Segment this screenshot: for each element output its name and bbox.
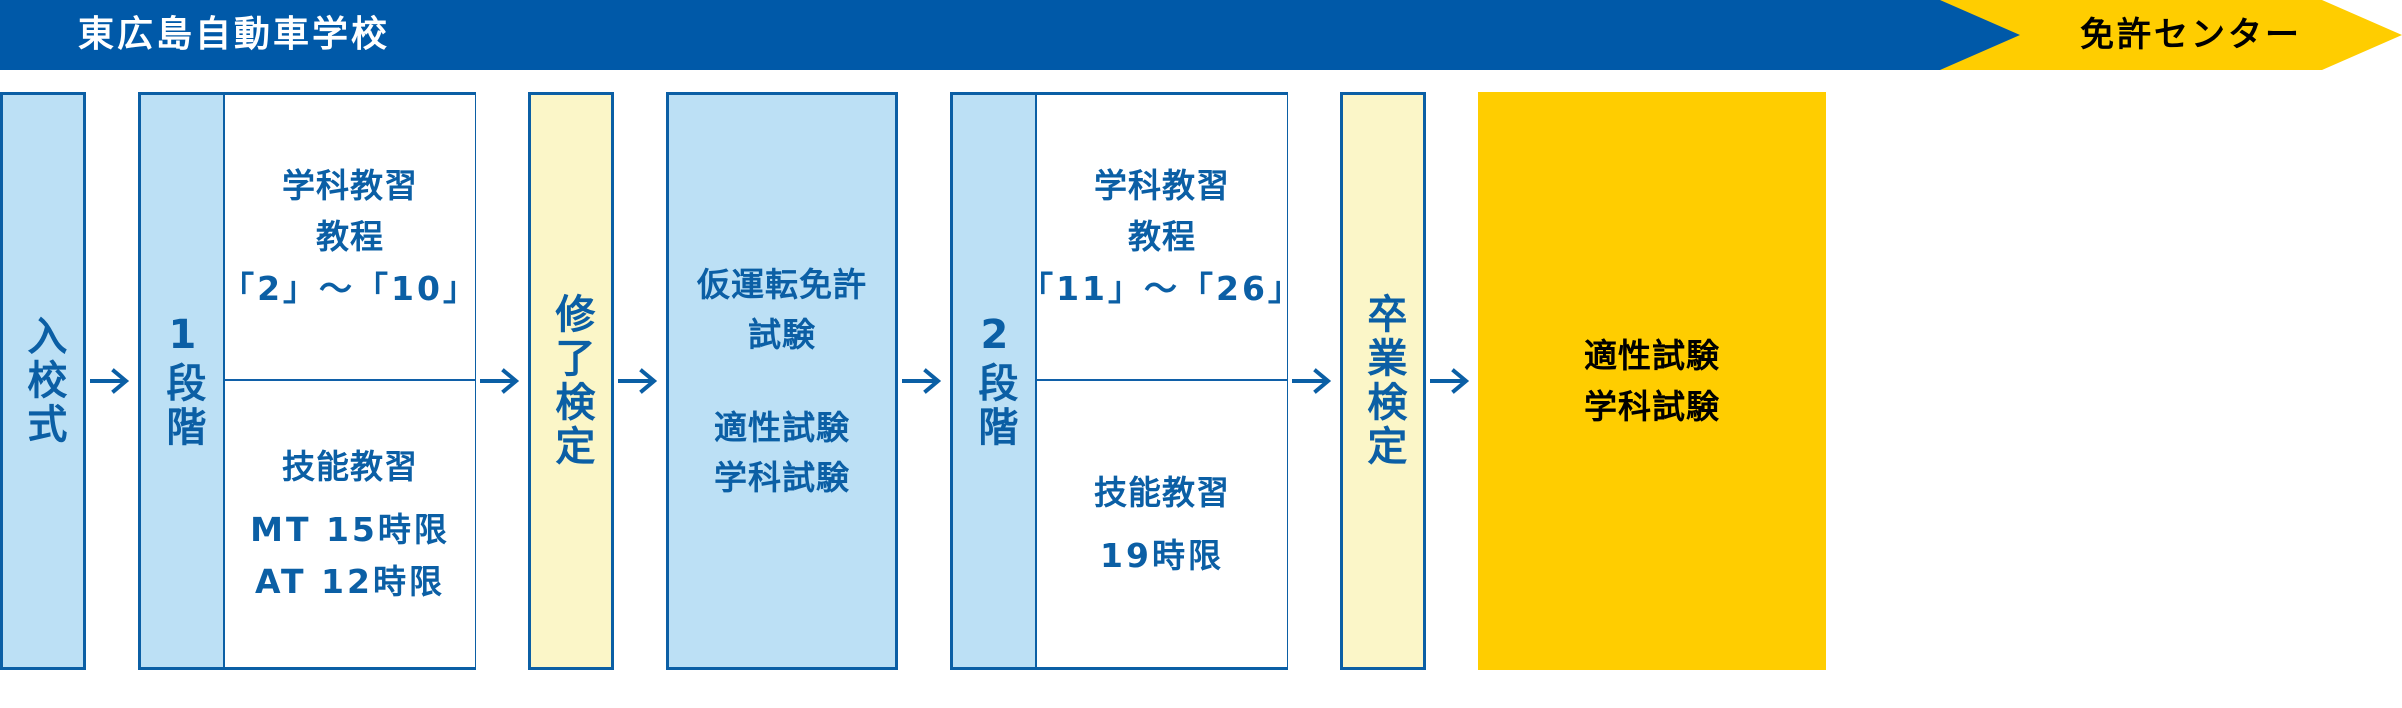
stage-2-classroom-course: 教程: [1128, 217, 1196, 257]
flow-steps-row: 入校式 1段階 学科教習 教程 「2」〜「10」 技能教習 MT 15時限: [0, 92, 2402, 670]
provisional-aptitude-test: 適性試験: [714, 408, 850, 447]
stage-1-classroom-range: 「2」〜「10」: [221, 268, 479, 308]
stage-2-practical-title: 技能教習: [1094, 472, 1230, 512]
stage-1-tab: 1段階: [141, 95, 225, 667]
final-aptitude-test: 適性試験: [1584, 335, 1720, 375]
final-written-test: 学科試験: [1584, 387, 1720, 426]
stage-1-practical-block: 技能教習 MT 15時限 AT 12時限: [225, 381, 475, 667]
provisional-title-group: 仮運転免許 試験: [697, 260, 867, 359]
school-name-label: 東広島自動車学校: [78, 14, 391, 55]
final-exam-text-group: 適性試験 学科試験: [1584, 330, 1720, 432]
step-completion-exam: 修了検定: [528, 92, 614, 670]
stage-2-practical-hours: 19時限: [1100, 536, 1224, 575]
step-entrance-ceremony: 入校式: [0, 92, 86, 670]
arrow-icon-2: [476, 92, 528, 670]
stage-1-classroom-course: 教程: [316, 217, 384, 257]
arrow-icon-4: [898, 92, 950, 670]
stage-1-classroom-title: 学科教習: [282, 166, 418, 206]
step-graduation-exam: 卒業検定: [1340, 92, 1426, 670]
step-stage-1: 1段階 学科教習 教程 「2」〜「10」 技能教習 MT 15時限 AT 12時…: [138, 92, 476, 670]
stage-1-label: 1段階: [159, 312, 206, 450]
stage-2-tab: 2段階: [953, 95, 1037, 667]
arrow-icon-3: [614, 92, 666, 670]
step-final-license-exam: 適性試験 学科試験: [1478, 92, 1826, 670]
graduation-exam-label: 卒業検定: [1360, 293, 1407, 469]
provisional-written-test: 学科試験: [714, 457, 850, 497]
stage-2-classroom-range: 「11」〜「26」: [1020, 268, 1304, 308]
provisional-title-line1: 仮運転免許: [697, 265, 867, 304]
provisional-title-line2: 試験: [748, 314, 816, 354]
stage-2-body: 学科教習 教程 「11」〜「26」 技能教習 19時限: [1020, 95, 1301, 667]
entrance-ceremony-label: 入校式: [20, 315, 67, 447]
arrow-icon-1: [86, 92, 138, 670]
arrow-icon-5: [1288, 92, 1340, 670]
stage-1-classroom-block: 学科教習 教程 「2」〜「10」: [221, 95, 476, 381]
stage-1-practical-at: AT 12時限: [255, 561, 445, 601]
stage-1-practical-mt: MT 15時限: [250, 510, 450, 550]
completion-exam-label: 修了検定: [548, 293, 595, 469]
step-stage-2: 2段階 学科教習 教程 「11」〜「26」 技能教習 19時限: [950, 92, 1301, 670]
stage-1-practical-title: 技能教習: [282, 447, 418, 487]
stage-2-classroom-block: 学科教習 教程 「11」〜「26」: [1020, 95, 1301, 381]
header-banner: 東広島自動車学校 免許センター: [0, 0, 2402, 70]
license-center-label: 免許センター: [2080, 15, 2302, 55]
stage-1-body: 学科教習 教程 「2」〜「10」 技能教習 MT 15時限 AT 12時限: [221, 95, 476, 667]
arrow-icon-6: [1426, 92, 1478, 670]
stage-2-practical-block: 技能教習 19時限: [1037, 381, 1287, 667]
step-provisional-license-exam: 仮運転免許 試験 適性試験 学科試験: [666, 92, 898, 670]
stage-2-classroom-title: 学科教習: [1094, 166, 1230, 206]
banner-school-segment: 東広島自動車学校: [0, 0, 2060, 70]
provisional-subitems-group: 適性試験 学科試験: [714, 403, 850, 502]
stage-2-label: 2段階: [971, 312, 1018, 450]
